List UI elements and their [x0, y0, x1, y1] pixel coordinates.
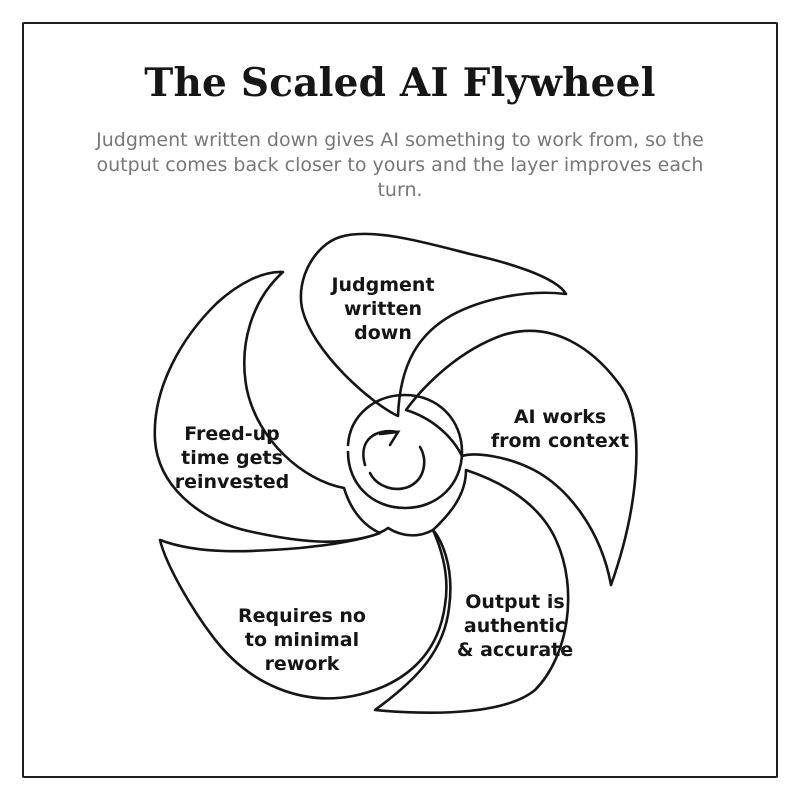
- blade-output: [373, 468, 570, 714]
- blade-ai-context: [404, 329, 638, 587]
- stage-label-judgment: Judgment written down: [331, 274, 435, 344]
- stage-label-output: Output is authentic & accurate: [456, 591, 574, 661]
- clockwise-arrow-icon: [368, 430, 426, 491]
- stage-label-ai-context: AI works from context: [490, 406, 630, 452]
- blade-freed-time: [153, 270, 382, 543]
- stage-label-rework: Requires no to minimal rework: [238, 605, 366, 675]
- hub-circle: [346, 393, 464, 510]
- hub-inner-ring: [362, 429, 400, 467]
- blade-judgment: [299, 232, 568, 418]
- stage-label-freed-time: Freed-up time gets reinvested: [174, 423, 290, 493]
- page-title: The Scaled AI Flywheel: [144, 60, 656, 106]
- page-subtitle: Judgment written down gives AI something…: [96, 129, 704, 201]
